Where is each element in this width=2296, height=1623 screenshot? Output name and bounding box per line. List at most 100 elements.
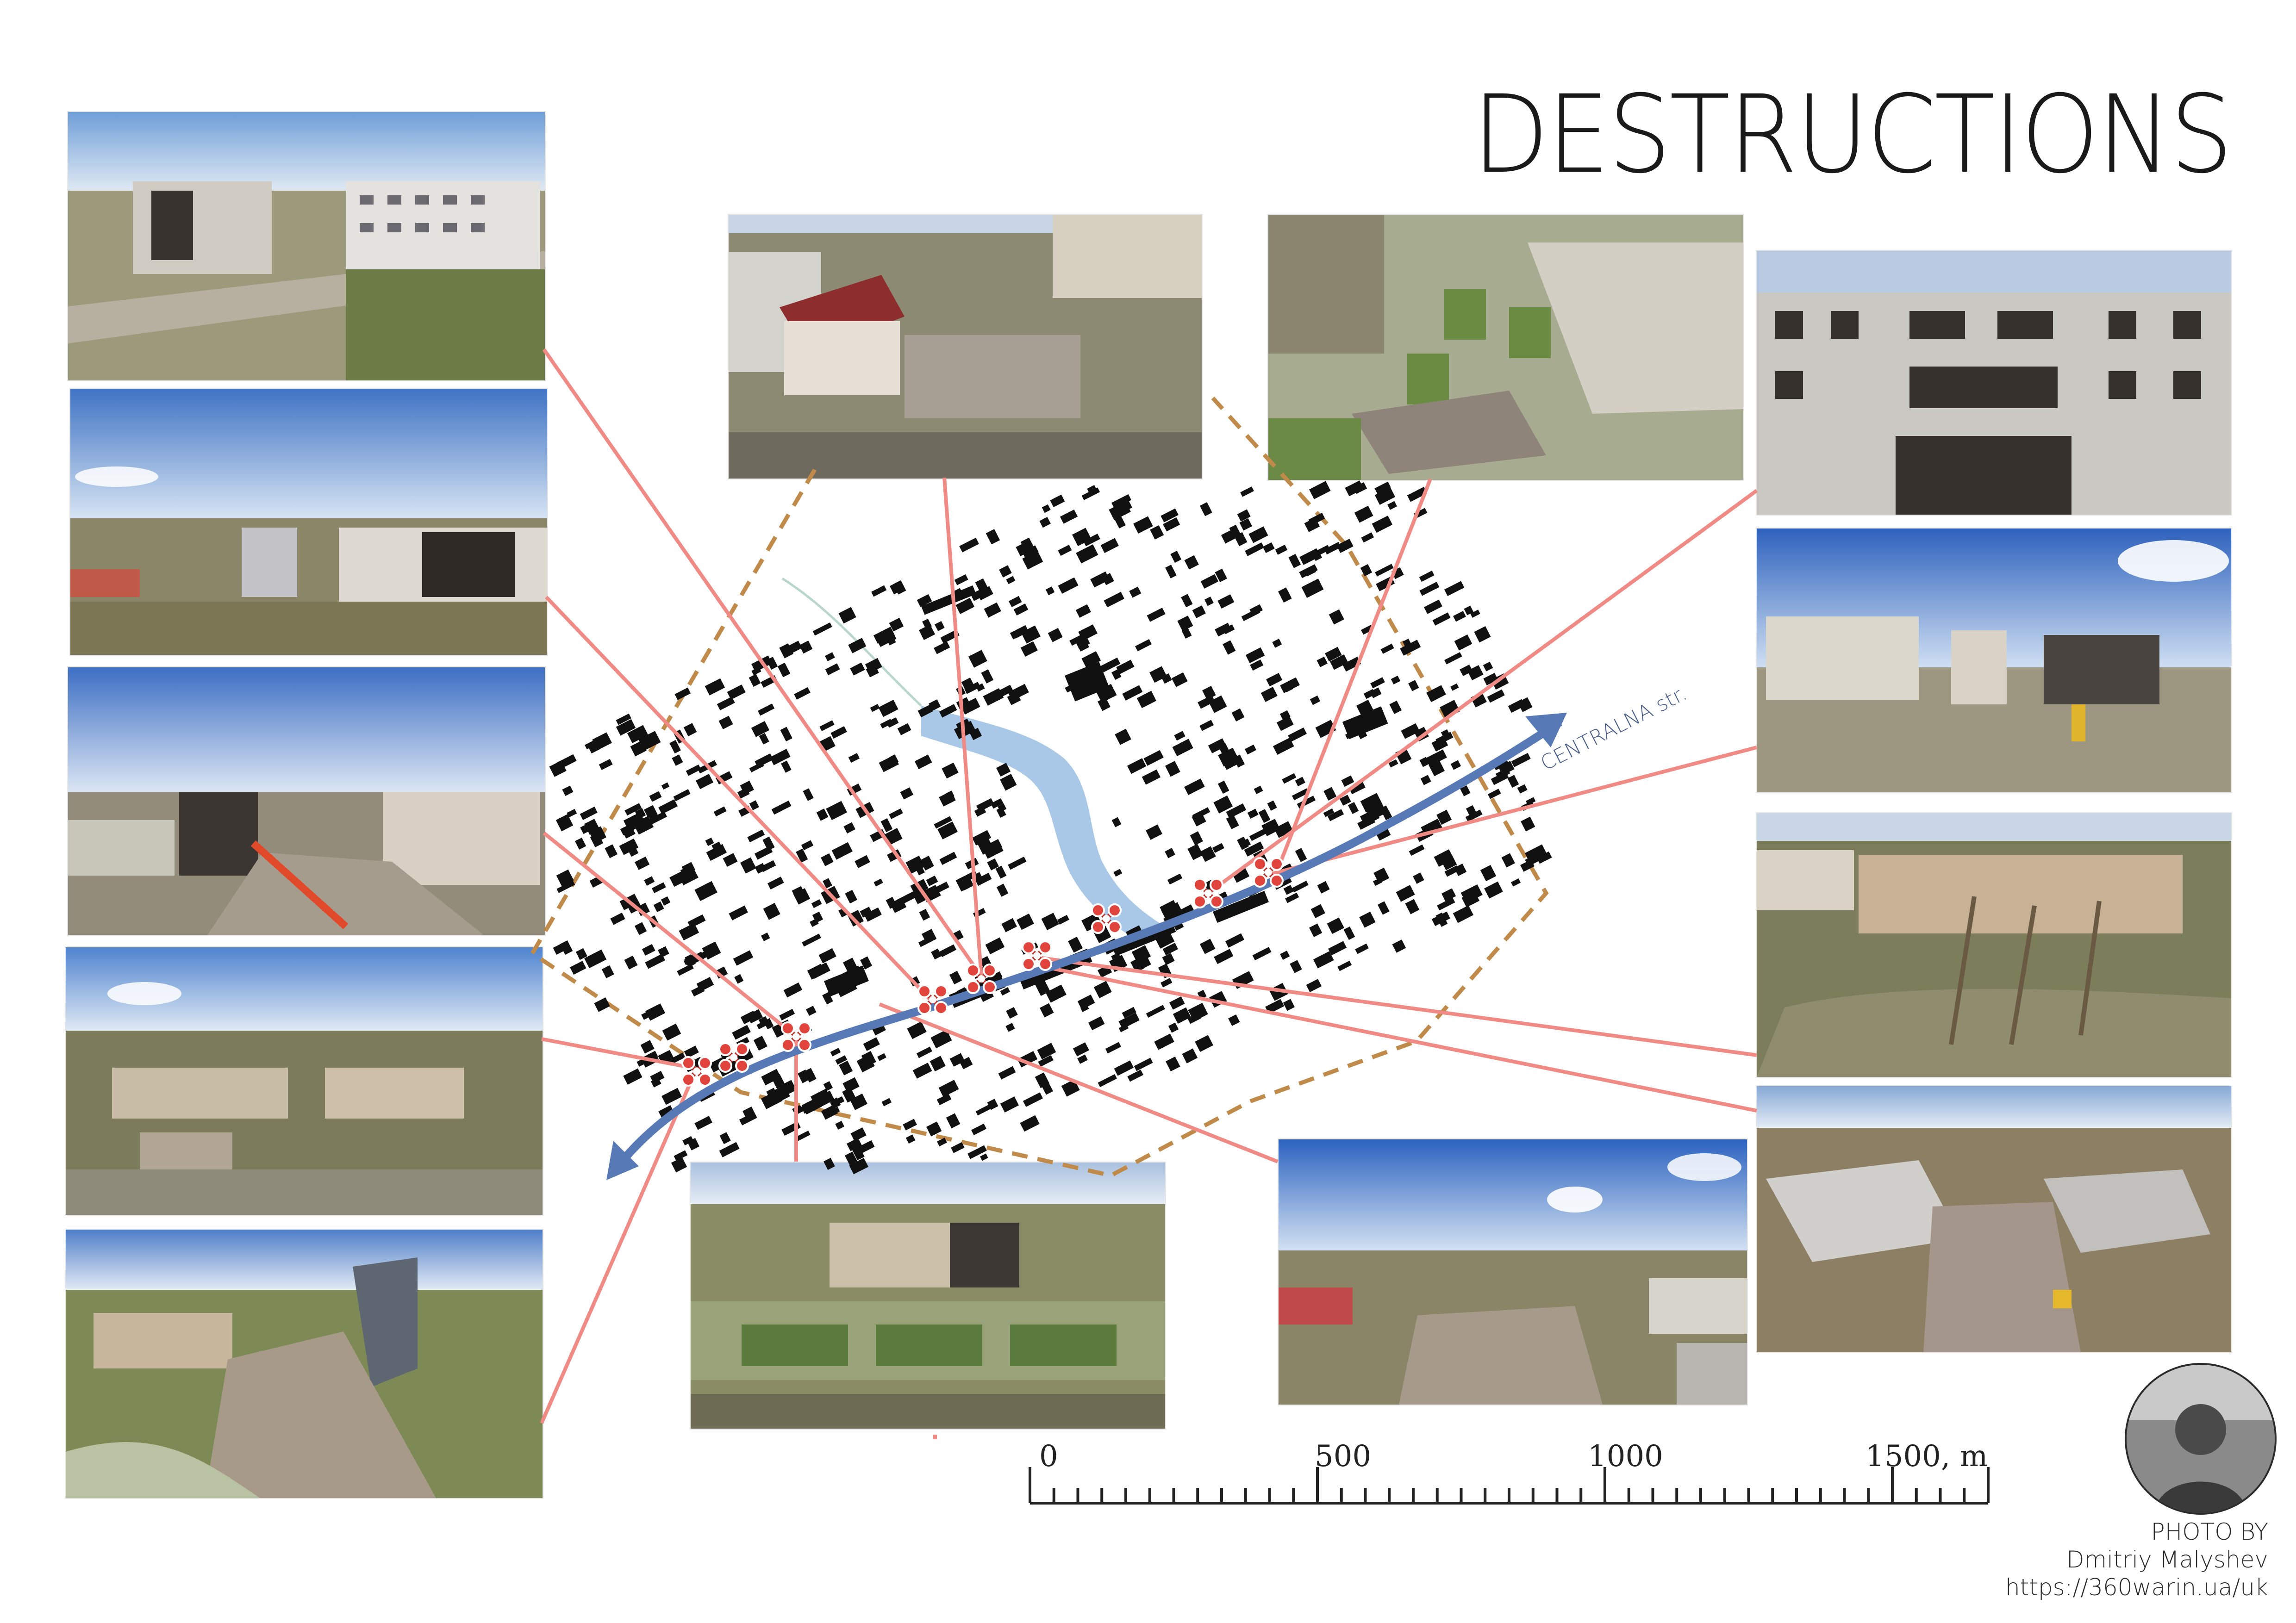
building-footprint: [1341, 775, 1354, 787]
building-footprint: [732, 1025, 751, 1040]
building-footprint: [560, 940, 573, 955]
building-footprint: [1008, 596, 1022, 608]
building-footprint: [1118, 1024, 1129, 1032]
building-footprint: [1022, 551, 1043, 570]
photo-top-2[interactable]: [1267, 214, 1744, 481]
building-footprint: [967, 1145, 987, 1159]
building-footprint: [847, 784, 862, 796]
building-footprint: [1292, 881, 1309, 893]
building-footprint: [1174, 731, 1185, 741]
building-footprint: [877, 1053, 886, 1061]
building-footprint: [694, 1116, 712, 1130]
building-footprint: [889, 808, 903, 819]
building-footprint: [1408, 680, 1419, 691]
photo-left-4[interactable]: [65, 946, 543, 1216]
building-footprint: [1038, 1055, 1054, 1067]
photo-left-3[interactable]: [67, 666, 546, 936]
photo-right-4[interactable]: [1756, 1085, 2232, 1353]
building-footprint: [1218, 747, 1239, 767]
building-footprint: [1225, 933, 1245, 948]
photo-left-1[interactable]: [67, 111, 546, 381]
building-footprint: [798, 1070, 811, 1083]
building-footprint: [794, 687, 811, 700]
building-footprint: [918, 934, 936, 947]
building-footprint: [636, 902, 650, 916]
building-footprint: [1461, 891, 1480, 908]
building-footprint: [580, 806, 598, 820]
building-footprint: [599, 759, 613, 770]
photo-left-5[interactable]: [65, 1229, 543, 1499]
building-footprint: [681, 862, 695, 875]
building-footprint: [1214, 949, 1234, 964]
building-footprint: [1372, 516, 1393, 533]
building-footprint: [937, 1138, 947, 1147]
building-footprint: [871, 585, 887, 597]
photo-right-3[interactable]: [1756, 812, 2232, 1078]
building-footprint: [1012, 629, 1022, 639]
building-footprint: [1158, 963, 1170, 975]
building-footprint: [1020, 1115, 1040, 1132]
building-footprint: [959, 537, 979, 553]
building-footprint: [1267, 800, 1277, 811]
building-footprint: [866, 665, 879, 678]
building-footprint: [1017, 1051, 1038, 1068]
building-footprint: [929, 699, 941, 711]
building-footprint: [661, 1088, 682, 1105]
building-footprint: [886, 717, 899, 728]
building-footprint: [1081, 913, 1102, 932]
building-footprint: [640, 1040, 655, 1054]
photo-left-2[interactable]: [69, 388, 548, 656]
building-footprint: [1444, 652, 1462, 665]
building-footprint: [1065, 662, 1110, 702]
building-footprint: [1495, 768, 1510, 780]
credit-line-2: Dmitriy Malyshev: [2066, 1546, 2268, 1573]
building-footprint: [658, 799, 678, 815]
building-footprint: [968, 650, 987, 668]
building-footprint: [1275, 545, 1288, 555]
building-footprint: [1370, 687, 1382, 698]
building-footprint: [1373, 867, 1390, 883]
building-footprint: [1480, 864, 1497, 882]
building-footprint: [747, 829, 765, 843]
building-footprint: [930, 1029, 952, 1049]
building-footprint: [1208, 695, 1227, 713]
photo-bottom-1[interactable]: [690, 1162, 1166, 1430]
building-footprint: [616, 719, 636, 736]
building-footprint: [859, 1140, 875, 1153]
building-footprint: [694, 881, 718, 902]
credit-link[interactable]: https://360warin.ua/uk: [2005, 1574, 2268, 1601]
building-footprint: [1122, 685, 1143, 701]
building-footprint: [1181, 594, 1193, 608]
building-footprint: [1045, 586, 1055, 596]
building-footprint: [733, 950, 754, 966]
photo-right-1[interactable]: [1756, 250, 2232, 516]
building-footprint: [575, 948, 587, 960]
building-footprint: [939, 852, 957, 865]
building-footprint: [1250, 659, 1264, 671]
building-footprint: [749, 762, 764, 773]
building-footprint: [1187, 844, 1204, 860]
photo-top-1[interactable]: [728, 214, 1203, 479]
building-footprint: [1254, 785, 1263, 794]
building-footprint: [739, 1112, 757, 1126]
photo-bottom-2[interactable]: [1278, 1138, 1748, 1405]
building-footprint: [1135, 639, 1152, 652]
building-footprint: [555, 814, 574, 832]
building-footprint: [1474, 626, 1491, 643]
building-footprint: [1050, 494, 1065, 508]
photo-right-2[interactable]: [1756, 528, 2232, 793]
building-footprint: [1342, 657, 1361, 672]
building-footprint: [1237, 509, 1251, 522]
building-footprint: [1310, 695, 1321, 705]
building-footprint: [1388, 759, 1398, 768]
building-footprint: [1232, 867, 1250, 883]
building-footprint: [1093, 981, 1112, 998]
building-footprint: [1241, 608, 1260, 622]
building-footprint: [998, 1066, 1016, 1080]
building-footprint: [1016, 914, 1034, 930]
building-footprint: [1167, 873, 1183, 885]
building-footprint: [706, 844, 727, 861]
building-footprint: [647, 810, 659, 821]
building-footprint: [1249, 827, 1269, 841]
building-footprint: [641, 1008, 656, 1020]
